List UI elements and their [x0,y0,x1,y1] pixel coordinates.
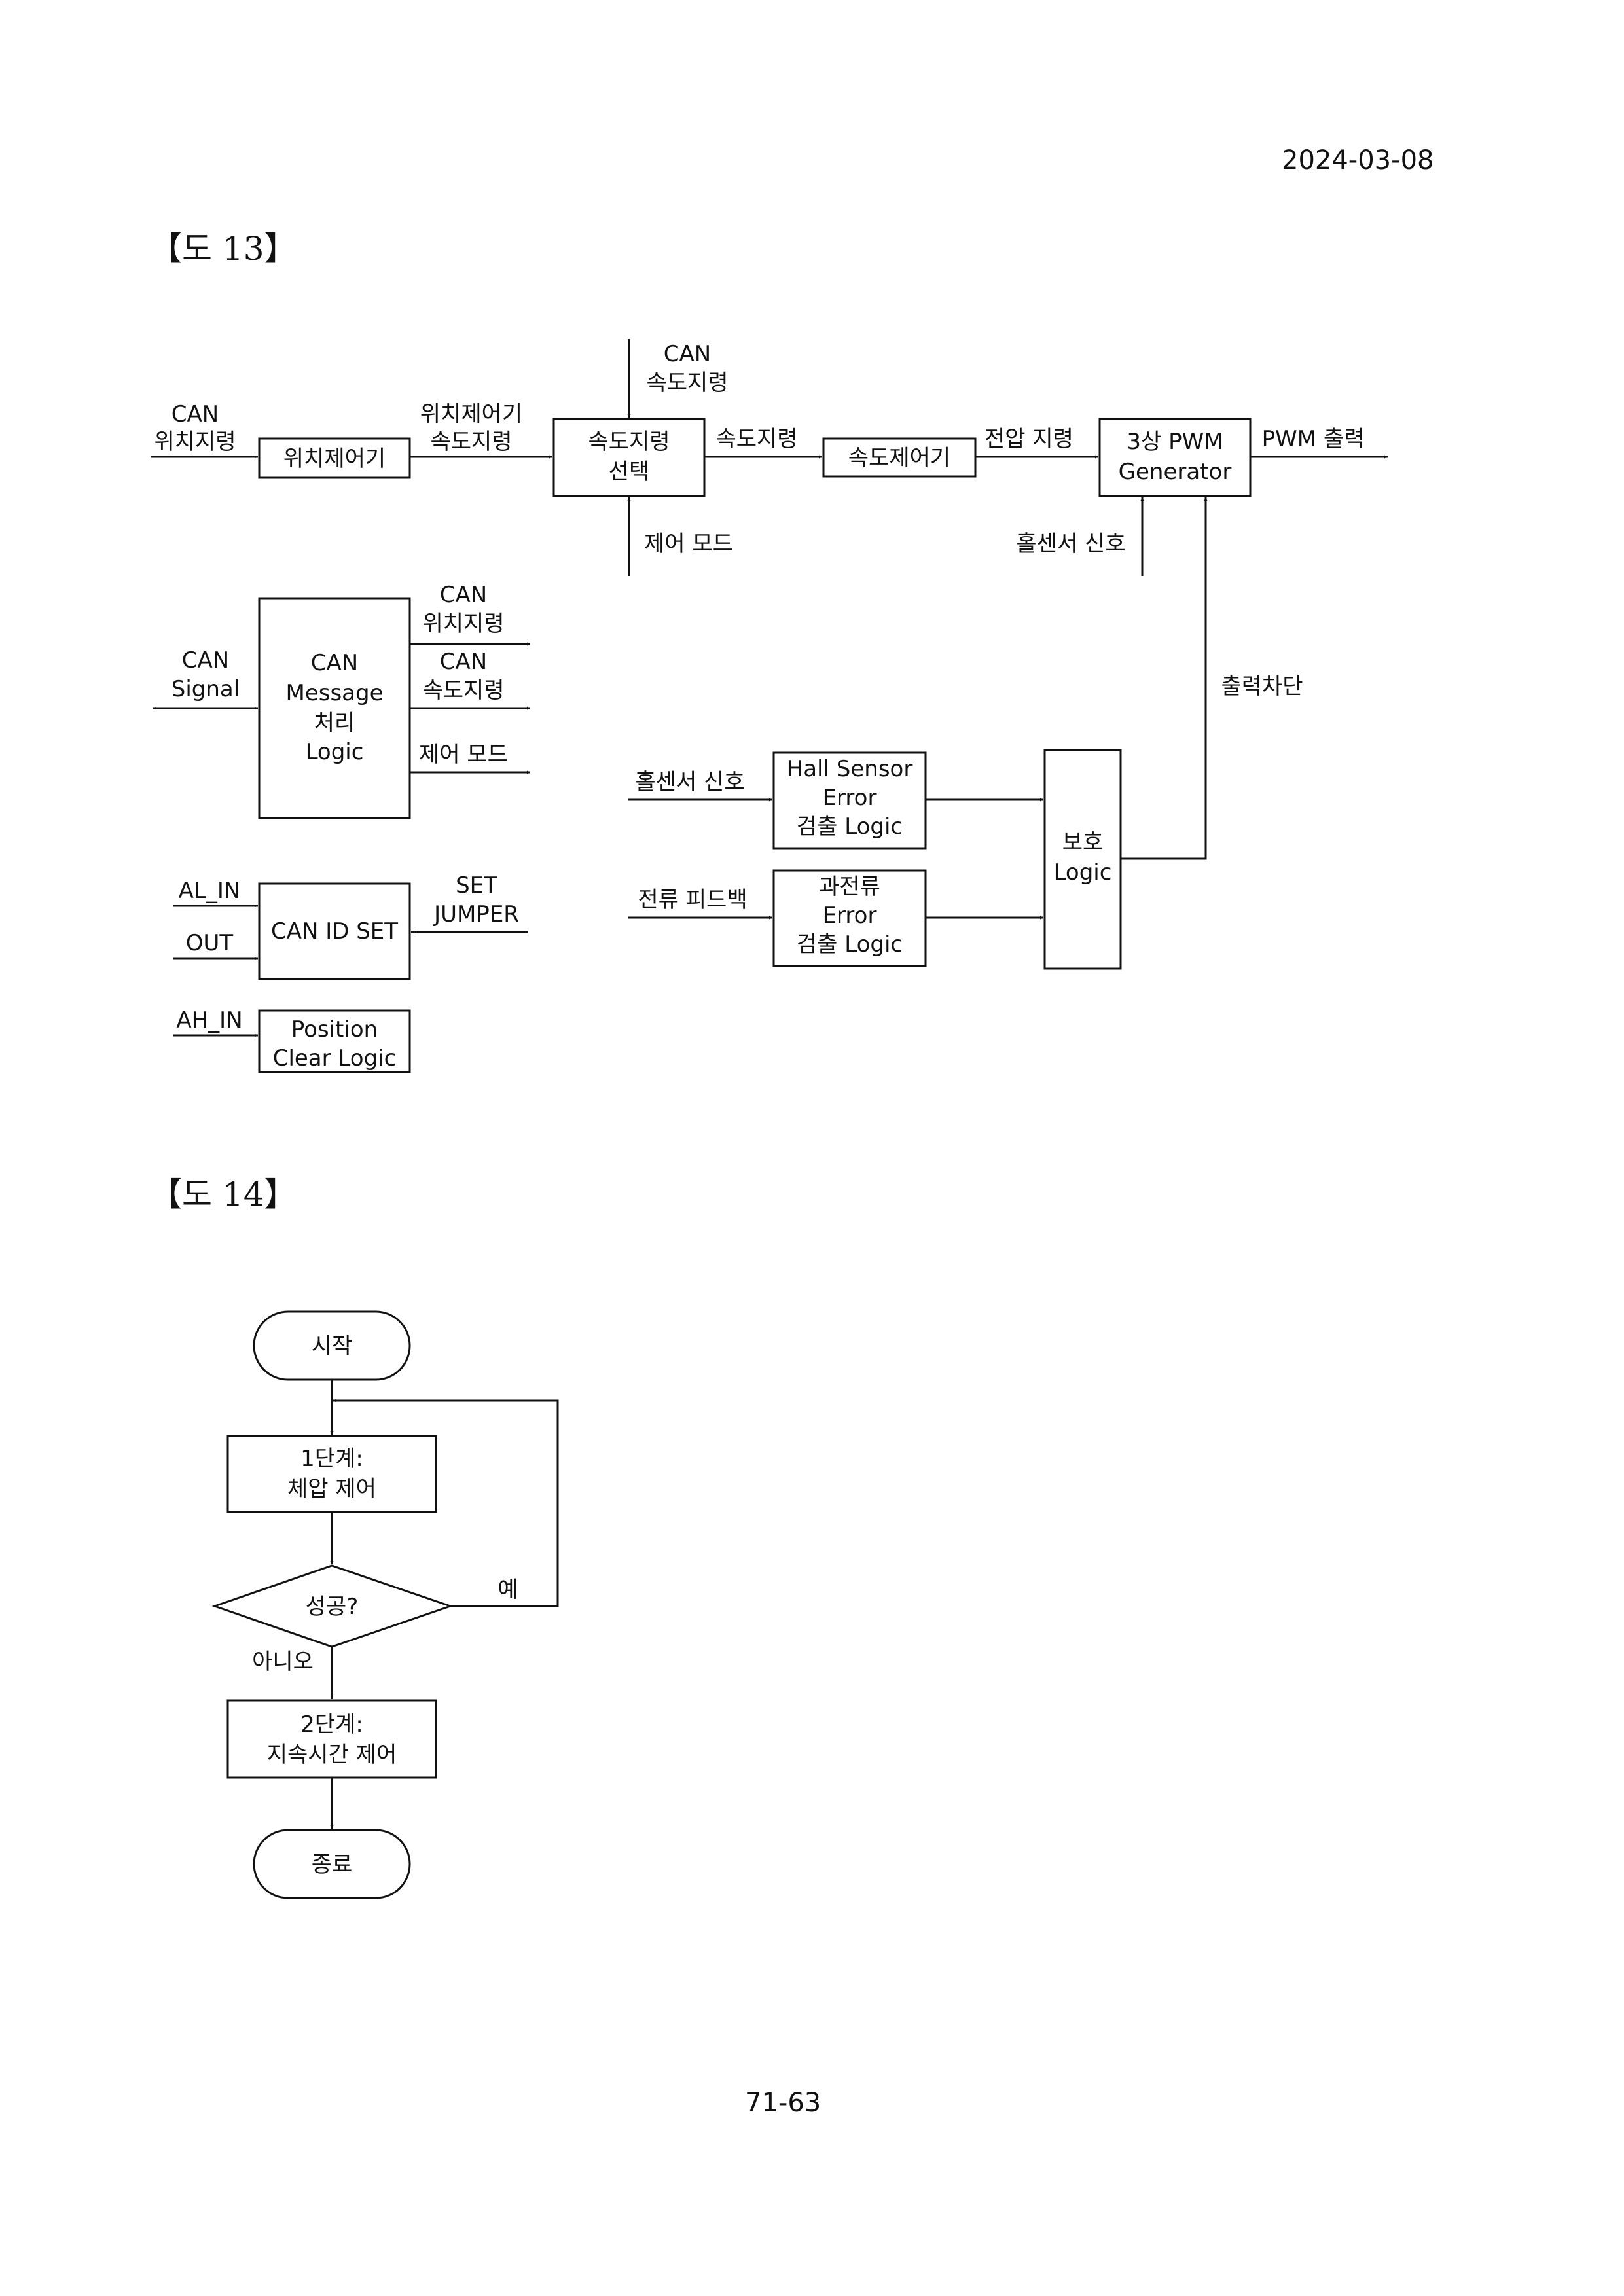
position-controller-block [258,437,411,479]
hall-sensor-error-logic-block [772,751,927,850]
can-signal-label-2: Signal [171,676,240,702]
page-number: 71-63 [745,2088,821,2118]
overcurrent-error-label-1: 과전류 [819,874,880,900]
flow-decision-label: 성공? [306,1594,359,1620]
can-id-set-block [258,882,411,980]
speed-controller-label: 속도제어기 [848,445,950,471]
flow-yes-loop-arrow [333,1399,559,1607]
flow-end-terminal [253,1829,411,1899]
hall-sensor-error-label-2: Error [823,785,877,811]
protection-logic-label-1: 보호 [1062,829,1104,855]
output-cutoff-label: 출력차단 [1221,673,1303,700]
ah-in-label: AH_IN [176,1007,242,1033]
current-feedback-label: 전류 피드백 [638,887,747,913]
position-controller-label: 위치제어기 [283,446,386,472]
overcurrent-error-logic-block [772,869,927,967]
position-ctrl-speed-cmd-label-1: 위치제어기 [420,401,522,427]
flow-step2-label-2: 지속시간 제어 [267,1742,397,1768]
can-out-position-cmd-label-1: CAN [440,582,487,608]
flow-step1-label-2: 체압 제어 [287,1476,376,1502]
position-ctrl-speed-cmd-label-2: 속도지령 [430,429,512,455]
can-out-speed-cmd-label-2: 속도지령 [422,677,504,704]
hall-signal-top-label: 홀센서 신호 [1016,531,1125,557]
can-signal-label-1: CAN [182,647,229,673]
hall-sensor-error-label-1: Hall Sensor [787,756,913,782]
can-speed-cmd-label-1: CAN [664,341,711,367]
flow-yes-label: 예 [497,1577,518,1603]
can-id-set-label: CAN ID SET [271,918,398,944]
pwm-generator-block [1098,418,1252,497]
position-clear-logic-label-2: Clear Logic [273,1045,397,1071]
can-out-control-mode-label: 제어 모드 [419,742,508,768]
protection-logic-label-2: Logic [1054,859,1112,886]
can-position-cmd-label-2: 위치지령 [154,429,236,455]
can-message-logic-block [258,597,411,819]
can-message-logic-label-1: CAN [311,650,358,676]
pwm-output-label: PWM 출력 [1262,426,1365,452]
document-date: 2024-03-08 [1282,145,1434,175]
position-clear-logic-block [258,1009,411,1073]
flow-step1-box [226,1435,437,1513]
overcurrent-error-label-2: Error [823,903,877,929]
flow-step1-label-1: 1단계: [300,1446,363,1472]
can-out-position-cmd-label-2: 위치지령 [422,611,504,637]
set-jumper-label-2: JUMPER [433,901,519,927]
flow-end-label: 종료 [312,1852,353,1878]
speed-cmd-label: 속도지령 [715,426,797,452]
figure-13-caption: 【도 13】 [149,230,297,268]
hall-input-label: 홀센서 신호 [635,769,744,795]
set-jumper-label-1: SET [456,872,497,899]
speed-select-label-2: 선택 [609,459,650,485]
can-position-cmd-label-1: CAN [171,401,219,427]
al-in-label: AL_IN [179,878,241,904]
control-mode-label: 제어 모드 [644,531,733,557]
flow-step2-box [226,1699,437,1779]
flow-no-label: 아니오 [252,1649,314,1675]
output-cutoff-arrow [1121,497,1208,860]
can-out-speed-cmd-label-1: CAN [440,649,487,675]
figure-14-caption: 【도 14】 [149,1175,297,1213]
can-speed-cmd-label-2: 속도지령 [646,370,728,396]
can-message-logic-label-4: Logic [306,739,364,765]
flow-step2-label-1: 2단계: [300,1712,363,1738]
hall-sensor-error-label-3: 검출 Logic [797,814,903,840]
speed-controller-block [822,437,977,478]
pwm-generator-label-1: 3상 PWM [1127,429,1223,455]
pwm-generator-label-2: Generator [1119,459,1232,485]
flow-start-label: 시작 [312,1333,353,1359]
protection-logic-block [1043,749,1122,970]
can-message-logic-label-2: Message [285,680,383,706]
can-message-logic-label-3: 처리 [314,710,355,736]
position-clear-logic-label-1: Position [291,1016,378,1043]
voltage-cmd-label: 전압 지령 [984,426,1074,452]
speed-select-label-1: 속도지령 [588,429,670,455]
overcurrent-error-label-3: 검출 Logic [797,931,903,958]
out-label: OUT [186,930,234,956]
speed-select-block [552,418,706,497]
